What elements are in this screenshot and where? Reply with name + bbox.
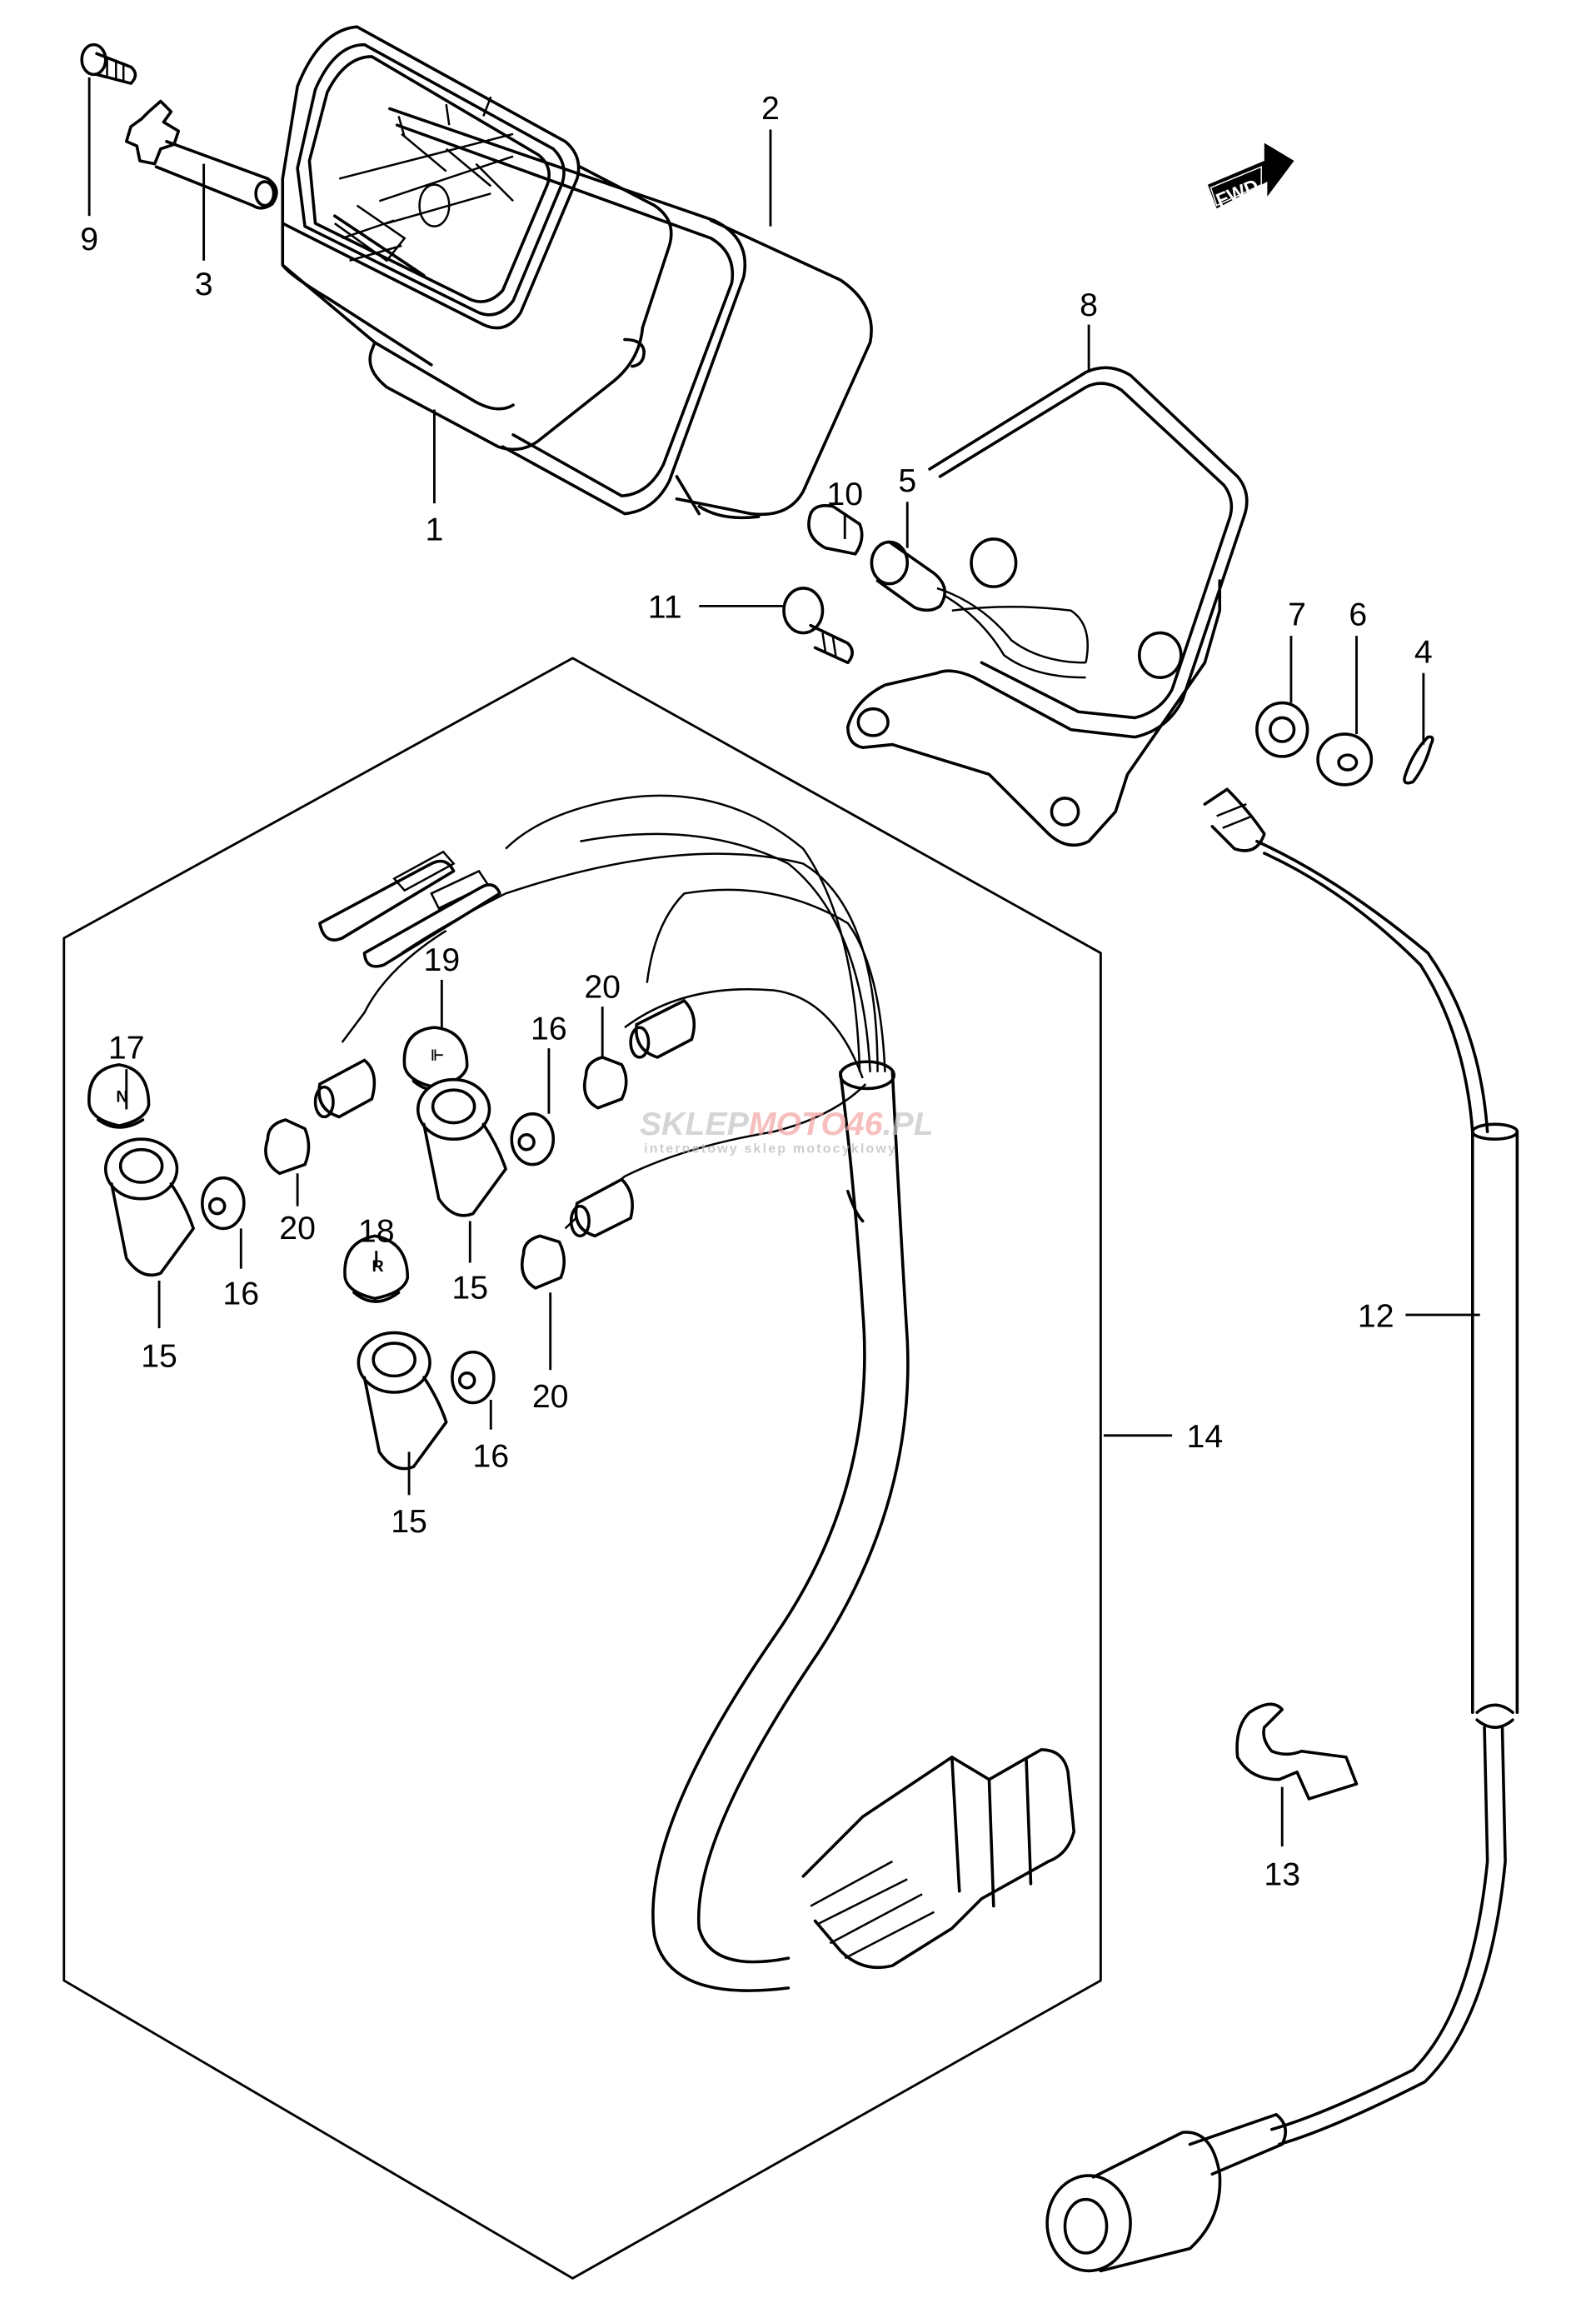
- grommet-part-7: [1255, 701, 1309, 758]
- callout-16-lower: 16: [472, 1437, 509, 1474]
- callout-9: 9: [80, 221, 98, 257]
- callout-18: 18: [358, 1212, 395, 1249]
- watermark-part4: .PL: [883, 1106, 934, 1142]
- bracket-part-8: [846, 366, 1249, 847]
- callout-16-upper: 16: [531, 1010, 567, 1047]
- speedometer-case-part-2: [388, 107, 873, 520]
- callout-19: 19: [423, 942, 460, 978]
- callout-6: 6: [1349, 597, 1367, 633]
- bolt-part-11: [782, 587, 854, 665]
- clamp-part-13: [1235, 1702, 1359, 1801]
- callout-16-left: 16: [222, 1276, 259, 1312]
- socket-bulb-20c: [520, 1177, 634, 1290]
- fwd-direction-badge: FWD: [1207, 142, 1294, 212]
- indicator-cap-17-neutral: N: [87, 1063, 151, 1129]
- callout-17: 17: [108, 1030, 145, 1067]
- washer-16c: [451, 1350, 496, 1405]
- socket-bulb-20b: [582, 998, 696, 1110]
- callout-8: 8: [1080, 287, 1098, 323]
- callout-12: 12: [1358, 1297, 1394, 1334]
- socket-bulb-20a: [264, 1058, 377, 1176]
- wiring-harness: [318, 794, 1076, 1992]
- harness-kit-boundary-part-14: [62, 657, 1102, 2280]
- callout-7: 7: [1288, 597, 1306, 633]
- leader-lines: [87, 77, 1480, 1847]
- screw-part-9: [80, 42, 137, 85]
- callout-15-left: 15: [141, 1338, 177, 1375]
- callout-20-upper: 20: [584, 968, 621, 1005]
- watermark-part3: 46: [845, 1106, 884, 1142]
- washer-part-6: [1316, 732, 1374, 787]
- callout-20-left: 20: [279, 1210, 316, 1246]
- callout-15-lower: 15: [391, 1503, 427, 1540]
- cap-glyph-r: R: [372, 1257, 383, 1276]
- speedometer-part-1: [281, 25, 673, 452]
- grommet-15b: [416, 1077, 507, 1217]
- watermark: SKLEPMOTO46.PL internetowy sklep motocyk…: [640, 1106, 934, 1156]
- cap-glyph-19: ⊩: [431, 1047, 444, 1063]
- socket-part-5: [870, 540, 1086, 679]
- grommet-15a: [103, 1137, 195, 1277]
- bulb-part-10: [807, 504, 864, 556]
- drive-gear-shaft-part-3: [124, 99, 278, 210]
- washer-16b: [510, 1112, 556, 1166]
- callout-3: 3: [195, 266, 213, 302]
- callout-15-mid: 15: [451, 1269, 488, 1306]
- cap-glyph-n: N: [116, 1088, 127, 1107]
- callout-20-lower: 20: [532, 1378, 569, 1415]
- washer-16a: [201, 1176, 246, 1231]
- callout-11: 11: [648, 589, 682, 626]
- callout-4: 4: [1414, 633, 1433, 670]
- callout-2: 2: [761, 90, 780, 127]
- callout-labels: 9 3 1 2 10 5 11 8 7 6 4 12 13 14 17 19 2…: [80, 90, 1433, 1893]
- callout-1: 1: [425, 512, 443, 548]
- callout-13: 13: [1264, 1856, 1300, 1893]
- callout-10: 10: [826, 476, 863, 512]
- watermark-tagline: internetowy sklep motocyklowy: [644, 1141, 897, 1156]
- callout-5: 5: [898, 462, 916, 499]
- callout-14: 14: [1187, 1418, 1224, 1455]
- clip-pin-part-4: [1403, 735, 1434, 785]
- svg-text:SKLEPMOTO46.PL: SKLEPMOTO46.PL: [640, 1106, 934, 1142]
- speedometer-cable-part-12: [1045, 787, 1519, 2273]
- indicator-cap-18-reverse: R: [343, 1234, 410, 1303]
- grommet-15c: [357, 1331, 448, 1471]
- watermark-part2: MOTO: [749, 1106, 846, 1142]
- watermark-part1: SKLEP: [640, 1106, 750, 1142]
